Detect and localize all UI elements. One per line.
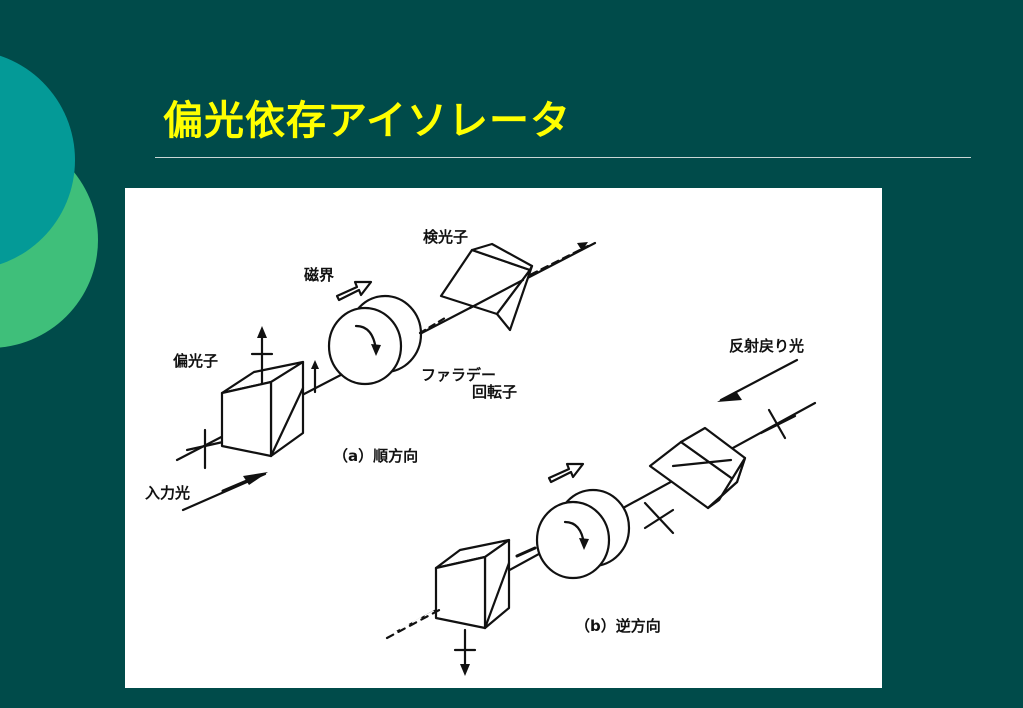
teal-circle-shape bbox=[0, 55, 75, 265]
polarizer-cube-b bbox=[434, 538, 511, 630]
beam-into-analyzer bbox=[418, 316, 447, 335]
polarizer-b-vertical-arrow bbox=[453, 628, 477, 676]
reflected-light-label: 反射戻り光 bbox=[729, 337, 805, 355]
faraday-rotator-label-2: 回転子 bbox=[472, 383, 518, 401]
magnetic-field-arrow-a bbox=[335, 280, 373, 302]
input-polarization-cross bbox=[185, 428, 225, 470]
input-light-label: 入力光 bbox=[145, 484, 191, 502]
magnetic-field-label: 磁界 bbox=[304, 266, 335, 284]
polarizer-vertical-arrow bbox=[250, 326, 274, 386]
backward-input-dashed bbox=[385, 606, 445, 640]
title-divider bbox=[155, 157, 971, 158]
faraday-rotator-label-1: ファラデー bbox=[421, 366, 497, 384]
reflected-polarization-cross bbox=[759, 408, 797, 440]
polarization-mark-a bbox=[311, 360, 319, 394]
polarization-mark-c bbox=[515, 546, 537, 558]
input-light-arrow bbox=[181, 472, 268, 512]
faraday-rotator-b bbox=[535, 488, 631, 580]
magnetic-field-arrow-b bbox=[547, 462, 585, 484]
forward-output-beam-dashed bbox=[518, 244, 590, 282]
analyzer-b bbox=[648, 426, 747, 510]
isolator-diagram: 検光子 磁界 偏光子 ファラデー 回転子 反射戻り光 （a）順方向 入力光 （b… bbox=[125, 188, 882, 688]
diagram-drawing bbox=[175, 241, 817, 676]
forward-caption: （a）順方向 bbox=[333, 447, 419, 465]
faraday-rotator-a bbox=[327, 294, 423, 386]
forward-output-arrowhead bbox=[577, 242, 588, 251]
slide-title: 偏光依存アイソレータ bbox=[163, 98, 571, 144]
polarizer-label: 偏光子 bbox=[173, 352, 219, 370]
polarization-mark-b bbox=[643, 501, 675, 535]
analyzer-a bbox=[439, 242, 534, 332]
backward-dashed-gap bbox=[387, 604, 447, 638]
decorative-circles bbox=[0, 55, 98, 348]
backward-caption: （b）逆方向 bbox=[575, 617, 661, 635]
analyzer-label: 検光子 bbox=[423, 228, 469, 246]
reflected-light-arrow bbox=[717, 358, 799, 402]
